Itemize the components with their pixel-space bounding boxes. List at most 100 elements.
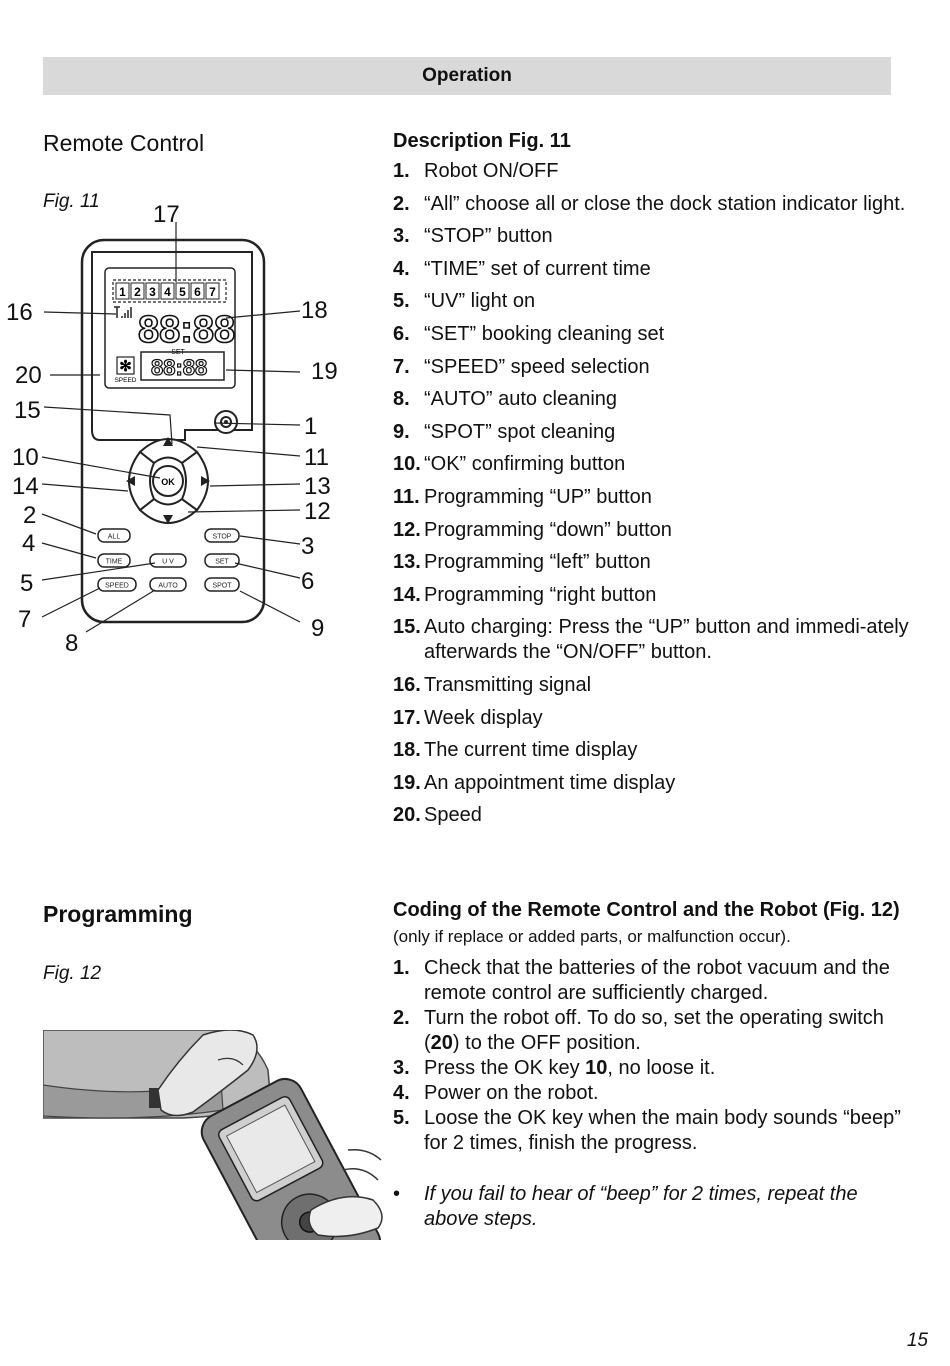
list-item: 20.Speed: [393, 804, 482, 827]
all-button-label: ALL: [108, 534, 121, 541]
list-item: 1.Robot ON/OFF: [393, 160, 559, 182]
fig11-label: Fig. 11: [43, 191, 100, 212]
list-item: 8.“AUTO” auto cleaning: [393, 388, 618, 411]
page-number: 15: [906, 1330, 928, 1351]
callout-15: 15: [14, 397, 41, 424]
right-arrow-icon: [201, 476, 210, 486]
left-button[interactable]: [128, 450, 156, 512]
list-item: 12.Programming “down” button: [393, 518, 672, 541]
list-item: 4.Power on the robot.: [393, 1082, 599, 1104]
figure-12-illustration: [43, 1030, 383, 1240]
callout-12: 12: [304, 498, 331, 525]
callout-2: 2: [23, 502, 36, 529]
d-pad: [128, 438, 209, 524]
callout-9: 9: [311, 615, 324, 642]
description-list: 1.Robot ON/OFF 2.“All” choose all or clo…: [393, 159, 913, 828]
ok-button-label: OK: [161, 477, 175, 487]
list-item: 1.Check that the batteries of the robot …: [393, 957, 890, 1004]
callout-18: 18: [301, 297, 328, 324]
programming-heading: Programming: [43, 901, 193, 927]
callout-17: 17: [153, 201, 180, 228]
speed-indicator-label: SPEED: [114, 377, 136, 384]
list-item: 4.“TIME” set of current time: [393, 257, 651, 280]
list-item: 13.Programming “left” button: [393, 551, 651, 574]
callout-19: 19: [311, 358, 338, 385]
stop-button-label: STOP: [213, 534, 232, 541]
week-day-1: 1: [119, 285, 126, 299]
coding-title: Coding of the Remote Control and the Rob…: [393, 899, 900, 921]
all-button[interactable]: [97, 528, 131, 543]
coding-heading: Coding of the Remote Control and the Rob…: [393, 897, 913, 950]
list-item: 5.“UV” light on: [393, 290, 536, 313]
week-day-4: 4: [164, 285, 171, 299]
section-title: Operation: [422, 65, 512, 86]
bullet-text: If you fail to hear of “beep” for 2 time…: [424, 1183, 858, 1230]
list-item: 3.“STOP” button: [393, 225, 553, 248]
callout-3: 3: [301, 533, 314, 560]
description-section: Description Fig. 11 1.Robot ON/OFF 2.“Al…: [393, 130, 913, 836]
description-title: Description Fig. 11: [393, 130, 571, 152]
callout-20: 20: [15, 362, 42, 389]
ok-button[interactable]: [152, 465, 184, 497]
callout-6: 6: [301, 568, 314, 595]
speed-button[interactable]: [97, 577, 137, 592]
figure-11-remote-diagram: 1 2 3 4 5 6 7 88:88 SET 88:88 ✻ SPEED OK: [6, 201, 338, 657]
callout-16: 16: [6, 299, 33, 326]
list-item: 18.The current time display: [393, 739, 638, 762]
hand-icon: [157, 1030, 258, 1117]
uv-button-label: U V: [162, 559, 174, 566]
callout-7: 7: [18, 606, 31, 633]
spot-button[interactable]: [204, 577, 240, 592]
callout-1: 1: [304, 413, 317, 440]
week-day-7: 7: [209, 285, 216, 299]
uv-button[interactable]: [149, 553, 187, 568]
section-header: Operation: [43, 57, 891, 95]
appointment-time-display: 88:88: [151, 355, 207, 380]
list-item: 9.“SPOT” spot cleaning: [393, 420, 616, 443]
stop-button[interactable]: [204, 528, 240, 543]
callout-8: 8: [65, 630, 78, 657]
list-item: 16.Transmitting signal: [393, 673, 592, 696]
list-item: 2.Turn the robot off. To do so, set the …: [393, 1007, 884, 1054]
up-arrow-icon: [163, 437, 173, 446]
list-item: 5.Loose the OK key when the main body so…: [393, 1107, 901, 1154]
list-item: 15.Auto charging: Press the “UP” button …: [393, 616, 909, 664]
fig12-label: Fig. 12: [43, 963, 102, 984]
list-item: 17.Week display: [393, 706, 543, 729]
week-day-2: 2: [134, 285, 141, 299]
week-display: 1 2 3 4 5 6 7: [115, 282, 220, 300]
week-day-6: 6: [194, 285, 201, 299]
auto-button[interactable]: [149, 577, 187, 592]
current-time-display: 88:88: [138, 309, 235, 351]
list-item: 19.An appointment time display: [393, 771, 676, 794]
callout-14: 14: [12, 473, 39, 500]
down-arrow-icon: [163, 515, 173, 524]
time-button[interactable]: [97, 553, 131, 568]
callout-4: 4: [22, 530, 35, 557]
right-button[interactable]: [180, 450, 209, 512]
callout-5: 5: [20, 570, 33, 597]
signal-icon: [114, 306, 132, 318]
set-button[interactable]: [204, 553, 240, 568]
list-item: 11.Programming “UP” button: [393, 485, 652, 508]
coding-steps: 1.Check that the batteries of the robot …: [393, 956, 913, 1156]
coding-note: (only if replace or added parts, or malf…: [393, 927, 791, 946]
left-arrow-icon: [126, 476, 135, 486]
list-item: 7.“SPEED” speed selection: [393, 355, 650, 378]
list-item: 2.“All” choose all or close the dock sta…: [393, 192, 906, 215]
speed-fan-icon: ✻: [119, 358, 132, 375]
bullet-note: • If you fail to hear of “beep” for 2 ti…: [393, 1182, 913, 1232]
coding-section: Coding of the Remote Control and the Rob…: [393, 897, 913, 1232]
list-item: 14.Programming “right button: [393, 583, 657, 606]
list-item: 3.Press the OK key 10, no loose it.: [393, 1057, 716, 1079]
time-button-label: TIME: [106, 559, 123, 566]
spot-button-label: SPOT: [212, 583, 232, 590]
remote-control-heading: Remote Control: [43, 130, 205, 156]
speed-button-label: SPEED: [105, 583, 129, 590]
bullet-icon: •: [393, 1183, 401, 1205]
list-item: 6.“SET” booking cleaning set: [393, 322, 665, 345]
auto-button-label: AUTO: [158, 583, 178, 590]
set-button-label: SET: [215, 559, 229, 566]
week-day-3: 3: [149, 285, 156, 299]
callout-11: 11: [304, 444, 329, 471]
